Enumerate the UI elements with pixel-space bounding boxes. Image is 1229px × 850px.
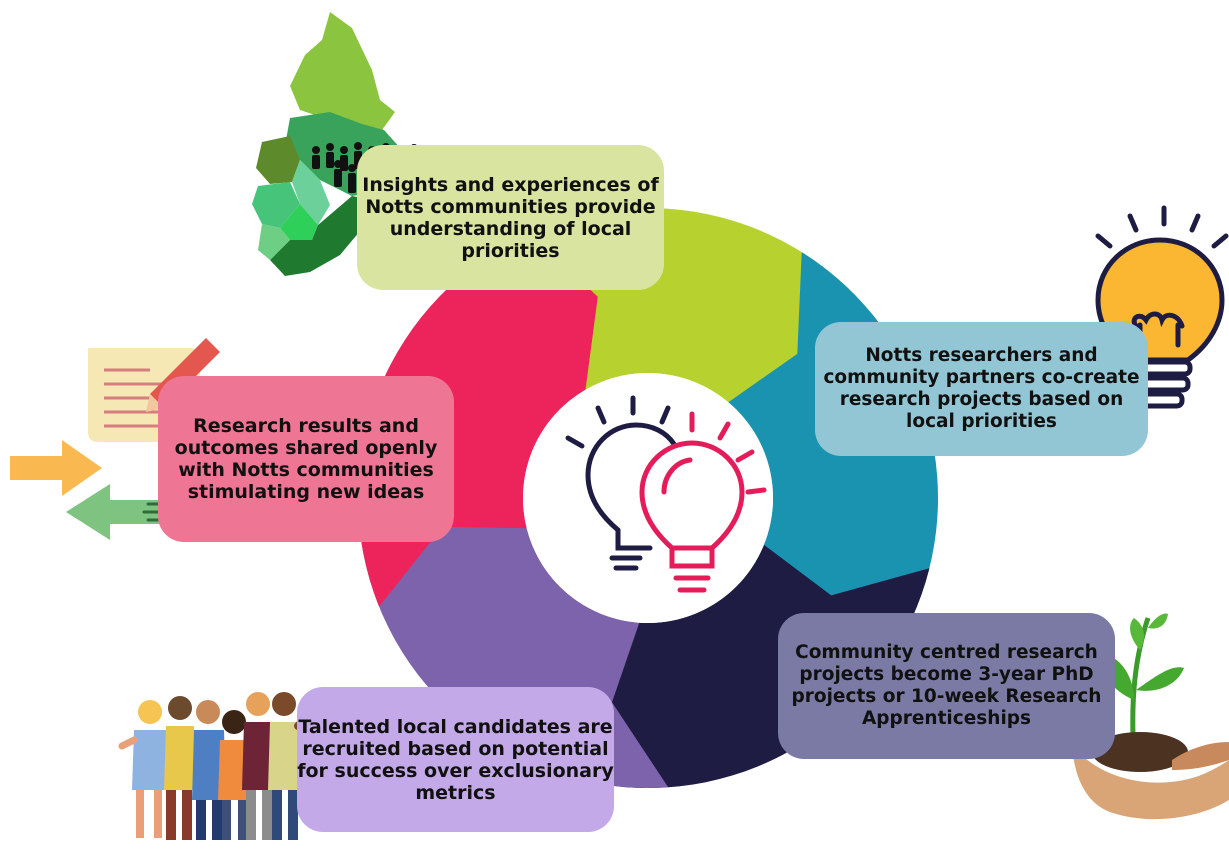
step-co-create-text: Notts researchers and community partners… bbox=[823, 345, 1140, 432]
step-share-box: Research results and outcomes shared ope… bbox=[158, 376, 454, 542]
step-insights-box: Insights and experiences of Notts commun… bbox=[357, 145, 664, 290]
step-recruit-box: Talented local candidates are recruited … bbox=[297, 687, 614, 832]
step-co-create-box: Notts researchers and community partners… bbox=[815, 322, 1148, 456]
step-insights-text: Insights and experiences of Notts commun… bbox=[362, 173, 659, 262]
step-projects-text: Community centred research projects beco… bbox=[791, 642, 1102, 729]
step-recruit-text: Talented local candidates are recruited … bbox=[297, 715, 614, 804]
center-hub bbox=[523, 373, 773, 623]
step-share-text: Research results and outcomes shared ope… bbox=[174, 415, 438, 503]
two-lightbulbs-icon bbox=[565, 395, 767, 593]
diverse-people-group-icon bbox=[118, 690, 334, 840]
ring-segment-navy bbox=[577, 544, 930, 789]
step-projects-box: Community centred research projects beco… bbox=[778, 613, 1115, 759]
